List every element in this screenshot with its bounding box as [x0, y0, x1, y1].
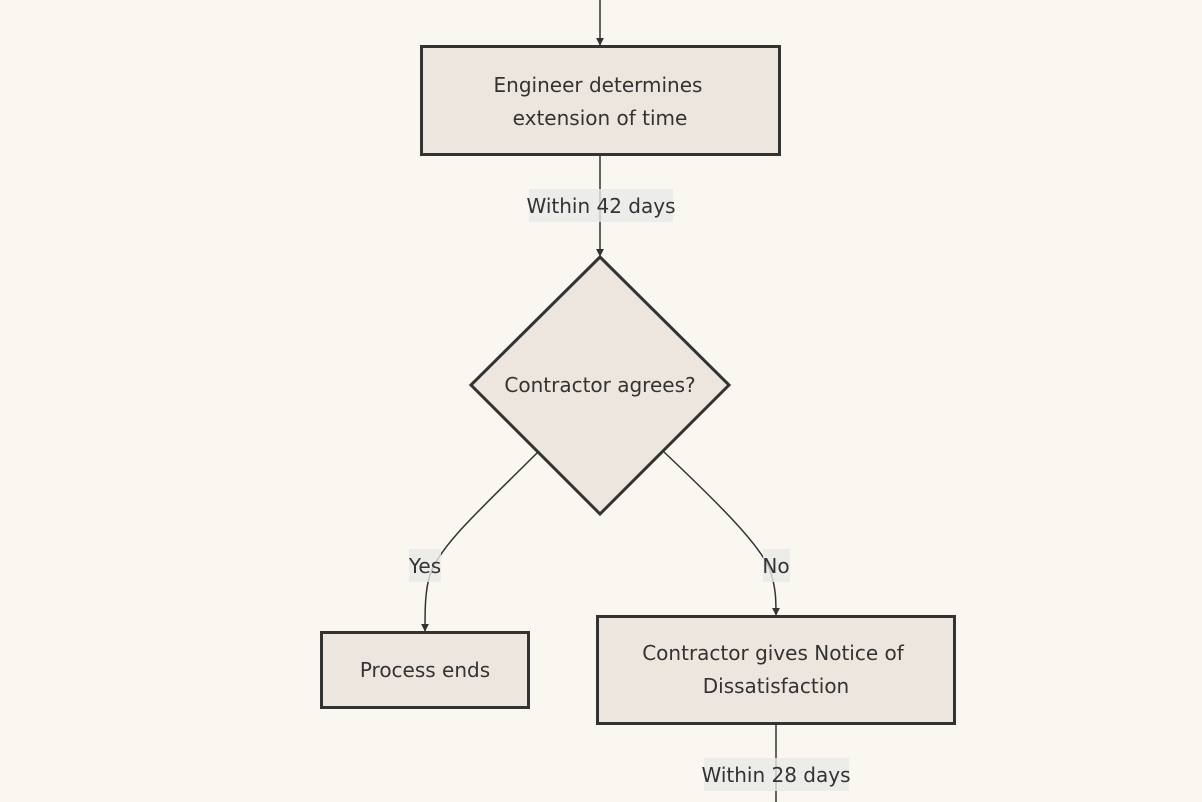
node-text-line-1: Process ends — [360, 658, 490, 682]
node-text-line-1: Contractor gives Notice of — [642, 641, 905, 665]
edge-label-bg — [763, 549, 790, 582]
edge-label-text: No — [762, 554, 789, 578]
edge-label-no: No — [762, 549, 790, 582]
node-text-line-2: Dissatisfaction — [703, 674, 849, 698]
edge-label-within-42-days: Within 42 days — [526, 189, 676, 222]
edge-label-within-28-days: Within 28 days — [701, 758, 851, 791]
edge-decision-to-notice — [663, 451, 780, 616]
edge-label-text: Within 42 days — [526, 194, 675, 218]
decision-diamond — [468, 254, 732, 517]
node-box — [420, 45, 781, 156]
node-box — [596, 615, 956, 725]
edge-label-yes: Yes — [408, 549, 441, 582]
node-notice-of-dissatisfaction[interactable]: Contractor gives Notice of Dissatisfacti… — [596, 615, 956, 725]
node-box — [320, 631, 530, 709]
edge-decision-to-end — [421, 451, 539, 632]
node-process-ends[interactable]: Process ends — [320, 631, 530, 709]
node-text-line-1: Engineer determines — [494, 73, 703, 97]
node-engineer-determines[interactable]: Engineer determines extension of time — [420, 45, 781, 156]
edge-label-bg — [409, 549, 441, 582]
node-text-line-1: Contractor agrees? — [504, 373, 695, 397]
edge-label-bg — [529, 189, 673, 222]
node-text-line-2: extension of time — [513, 106, 688, 130]
edge-label-text: Yes — [408, 554, 441, 578]
edge-label-bg — [704, 758, 849, 791]
edge-label-text: Within 28 days — [701, 763, 850, 787]
node-contractor-agrees-decision[interactable]: Contractor agrees? — [468, 254, 732, 517]
